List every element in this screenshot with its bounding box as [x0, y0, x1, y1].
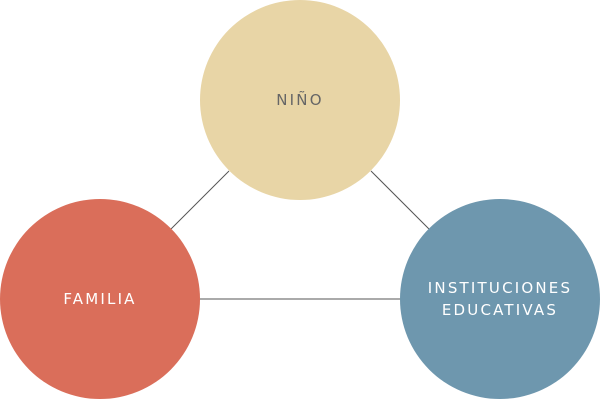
node-nino-label: NIÑO — [276, 91, 324, 109]
connector-nino-familia — [170, 170, 230, 230]
node-familia: FAMILIA — [0, 199, 200, 399]
node-nino: NIÑO — [200, 0, 400, 200]
node-instituciones-educativas: INSTITUCIONES EDUCATIVAS — [400, 199, 600, 399]
node-familia-label: FAMILIA — [63, 290, 137, 308]
node-instituciones-label: INSTITUCIONES EDUCATIVAS — [427, 279, 573, 319]
connector-nino-instituciones — [370, 170, 430, 230]
